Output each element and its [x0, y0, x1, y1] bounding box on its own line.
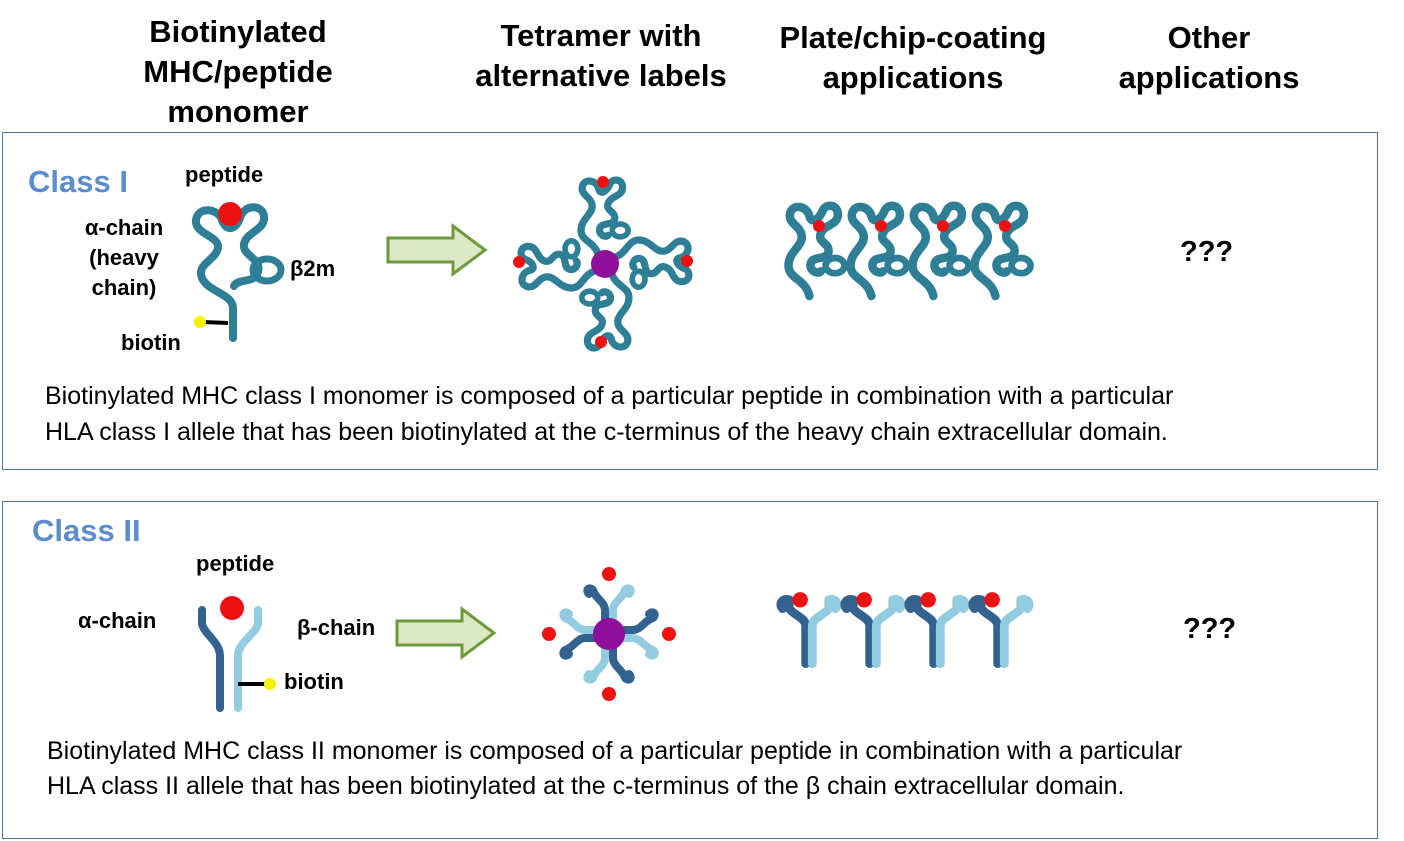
class1-peptide-label: peptide	[185, 162, 264, 187]
class1-b2m-label: β2m	[290, 256, 336, 281]
class2-panel	[2, 501, 1378, 839]
class2-tetramer	[515, 540, 695, 725]
streptavidin-core	[591, 250, 619, 278]
class2-unknown: ???	[1183, 613, 1237, 645]
class2-plate-coating	[775, 590, 1045, 675]
class1-title: Class I	[28, 164, 128, 199]
class2-peptide	[220, 596, 244, 620]
header-other: Other applications	[1118, 20, 1300, 95]
streptavidin-core-2	[593, 618, 625, 650]
class2-biotin	[264, 678, 276, 690]
class1-peptide	[218, 202, 242, 226]
header-plate: Plate/chip-coating applications	[779, 20, 1047, 95]
class1-unknown: ???	[1180, 236, 1234, 268]
header-tetramer: Tetramer with alternative labels	[475, 18, 727, 93]
class2-title: Class II	[32, 513, 141, 548]
class2-beta-chain-label: β-chain	[297, 615, 376, 640]
class1-panel	[2, 132, 1378, 470]
class2-alpha-chain-label: α-chain	[78, 608, 157, 633]
b2m-domain	[249, 255, 285, 285]
class1-biotin	[194, 316, 206, 328]
class2-description-line1: Biotinylated MHC class II monomer is com…	[47, 737, 1183, 765]
class1-arrow	[386, 223, 488, 277]
class1-alpha-chain-label: α-chain (heavy chain)	[84, 215, 164, 300]
class1-description-line1: Biotinylated MHC class I monomer is comp…	[45, 382, 1174, 410]
class1-tetramer	[513, 176, 693, 355]
header-monomer: Biotinylated MHC/peptide monomer	[143, 14, 333, 129]
class1-description-line2: HLA class I allele that has been biotiny…	[45, 418, 1168, 446]
class1-monomer-diagram	[192, 202, 285, 342]
class2-arrow	[395, 606, 497, 660]
class2-monomer-diagram	[198, 596, 276, 712]
class2-description-line2: HLA class II allele that has been biotin…	[47, 772, 1125, 800]
class2-peptide-label: peptide	[196, 551, 275, 576]
class1-biotin-label: biotin	[121, 330, 181, 355]
class2-biotin-label: biotin	[284, 669, 344, 694]
class1-plate-coating	[785, 210, 1045, 310]
